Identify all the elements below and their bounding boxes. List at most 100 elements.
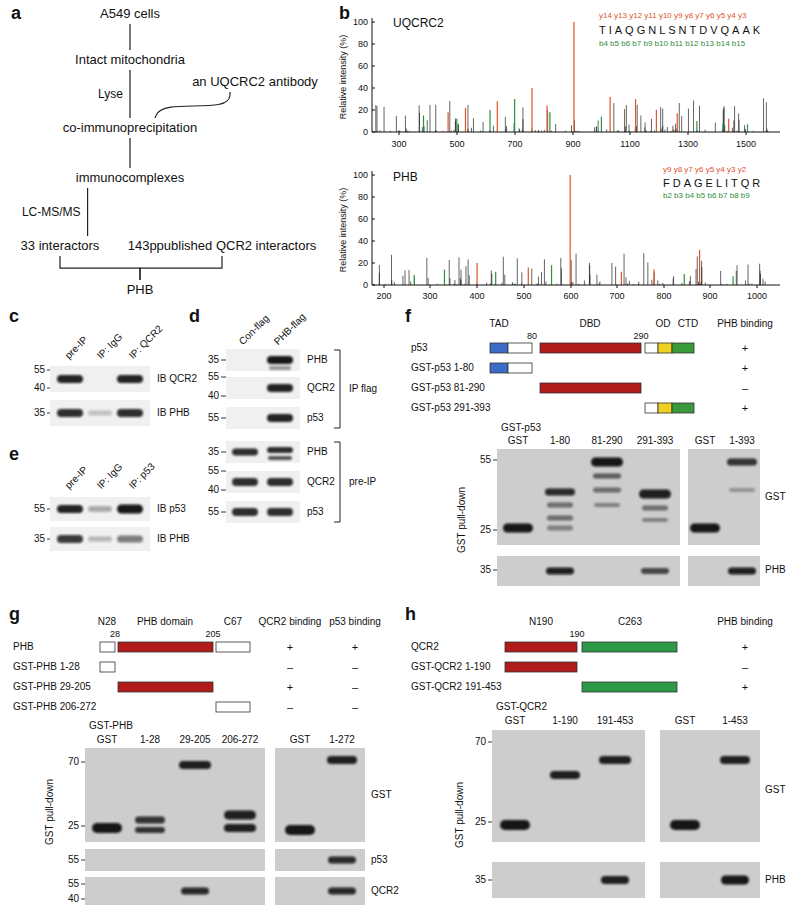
marker-tick bbox=[493, 570, 497, 571]
protein-band bbox=[135, 817, 165, 824]
marker-tick bbox=[493, 460, 497, 461]
blot-membrane bbox=[275, 849, 365, 871]
flow-step: 143ppublished QCR2 interactors bbox=[124, 236, 321, 256]
spectrum-peak bbox=[506, 126, 507, 132]
y-axis bbox=[372, 171, 373, 285]
marker-size: 55 bbox=[67, 878, 80, 890]
protein-band bbox=[57, 409, 83, 417]
construct-label: PHB bbox=[12, 641, 35, 653]
protein-band bbox=[547, 503, 573, 508]
spectrum-peak bbox=[379, 265, 380, 285]
construct-label: GST-QCR2 1-190 bbox=[410, 661, 491, 673]
axis-title: Relative intensity (%) bbox=[338, 34, 348, 121]
domain-label: C67 bbox=[223, 616, 243, 628]
protein-band bbox=[267, 478, 293, 486]
lane-label: 81-290 bbox=[590, 435, 623, 447]
lane-label: IP: p53 bbox=[126, 460, 158, 492]
spectrum-peak bbox=[662, 109, 663, 132]
protein-band bbox=[117, 536, 143, 543]
protein-band bbox=[593, 488, 621, 493]
panel-letter: h bbox=[404, 604, 417, 625]
marker-size: 55 bbox=[207, 371, 220, 383]
blot-membrane bbox=[85, 849, 265, 871]
domain-bar bbox=[505, 642, 577, 652]
protein-label: p53 bbox=[306, 412, 325, 424]
protein-band bbox=[88, 537, 112, 542]
domain-bar bbox=[645, 343, 658, 353]
protein-band bbox=[267, 414, 293, 422]
spectrum-peak bbox=[601, 117, 602, 132]
spectrum-peak bbox=[449, 278, 450, 285]
axis-tick bbox=[710, 285, 711, 288]
spectrum-peak bbox=[660, 107, 661, 132]
spectrum-peak bbox=[723, 110, 724, 132]
spectrum-peak bbox=[573, 22, 574, 132]
spectrum-peak bbox=[653, 270, 654, 285]
marker-size: 40 bbox=[207, 484, 220, 496]
binding-sign: – bbox=[286, 661, 294, 674]
spectrum-peak bbox=[629, 281, 630, 285]
spectrum-peak bbox=[459, 257, 460, 285]
protein-band bbox=[327, 756, 357, 764]
flow-step: 33 interactors bbox=[17, 236, 104, 256]
spectrum-peak bbox=[737, 265, 738, 285]
blot-membrane bbox=[50, 527, 150, 551]
protein-label: GST bbox=[764, 784, 787, 796]
spectrum-peak bbox=[541, 272, 542, 285]
spectrum-peak bbox=[544, 259, 545, 285]
spectrum-peak bbox=[715, 122, 716, 132]
spectrum-peak bbox=[621, 272, 622, 285]
construct-label: GST-p53 291-393 bbox=[410, 402, 492, 414]
protein-band bbox=[328, 857, 356, 864]
domain-bar bbox=[658, 343, 672, 353]
marker-size: 35 bbox=[33, 407, 46, 419]
protein-band bbox=[729, 488, 755, 492]
axis-tick bbox=[571, 285, 572, 288]
step-label: Lyse bbox=[97, 87, 124, 101]
tick-label: 300 bbox=[421, 291, 438, 301]
domain-bar bbox=[582, 642, 677, 652]
spectrum-peak bbox=[637, 105, 638, 132]
spectrum-peak bbox=[545, 281, 546, 285]
lane-label: 29-205 bbox=[178, 734, 211, 746]
tick-label: 80 bbox=[357, 39, 369, 49]
marker-tick bbox=[221, 360, 226, 361]
construct-label: GST-QCR2 191-453 bbox=[410, 681, 503, 693]
blot-membrane bbox=[226, 377, 300, 399]
marker-size: 35 bbox=[33, 533, 46, 545]
spectrum-peak bbox=[444, 270, 445, 285]
axis-tick bbox=[617, 285, 618, 288]
spectrum-peak bbox=[391, 255, 392, 285]
spectrum-peak bbox=[762, 279, 763, 285]
protein-label: QCR2 bbox=[370, 885, 400, 897]
spectrum-peak bbox=[469, 275, 470, 285]
domain-bar bbox=[540, 383, 641, 393]
axis-tick bbox=[372, 285, 375, 286]
spectrum-peak bbox=[766, 128, 767, 132]
lane-label: pre-IP bbox=[62, 463, 91, 492]
spectrum-peak bbox=[759, 264, 760, 285]
spectrum-peak bbox=[699, 106, 700, 132]
spectrum-peak bbox=[640, 116, 641, 132]
protein-band bbox=[135, 827, 165, 833]
x-axis bbox=[372, 285, 780, 286]
domain-label: TAD bbox=[488, 318, 509, 330]
domain-label: DBD bbox=[578, 318, 601, 330]
spectrum-peak bbox=[455, 118, 456, 132]
binding-sign: + bbox=[286, 681, 294, 694]
marker-tick bbox=[47, 388, 50, 389]
blot-membrane bbox=[497, 556, 680, 586]
spectrum-peak bbox=[493, 126, 494, 132]
domain-bar bbox=[100, 642, 115, 652]
blot-membrane bbox=[226, 407, 300, 429]
spectrum-title: UQCRC2 bbox=[392, 17, 445, 31]
domain-bar bbox=[490, 363, 508, 373]
spectrum-peak bbox=[690, 276, 691, 285]
axis-tick bbox=[372, 263, 375, 264]
ion-series: b2 b3 b4 b5 b6 b7 b8 b9 bbox=[662, 191, 751, 200]
marker-size: 40 bbox=[67, 893, 80, 905]
axis-tick bbox=[688, 132, 689, 135]
blot-membrane bbox=[50, 366, 150, 392]
flow-step: immunocomplexes bbox=[72, 168, 188, 188]
tick-label: 1300 bbox=[677, 139, 699, 149]
